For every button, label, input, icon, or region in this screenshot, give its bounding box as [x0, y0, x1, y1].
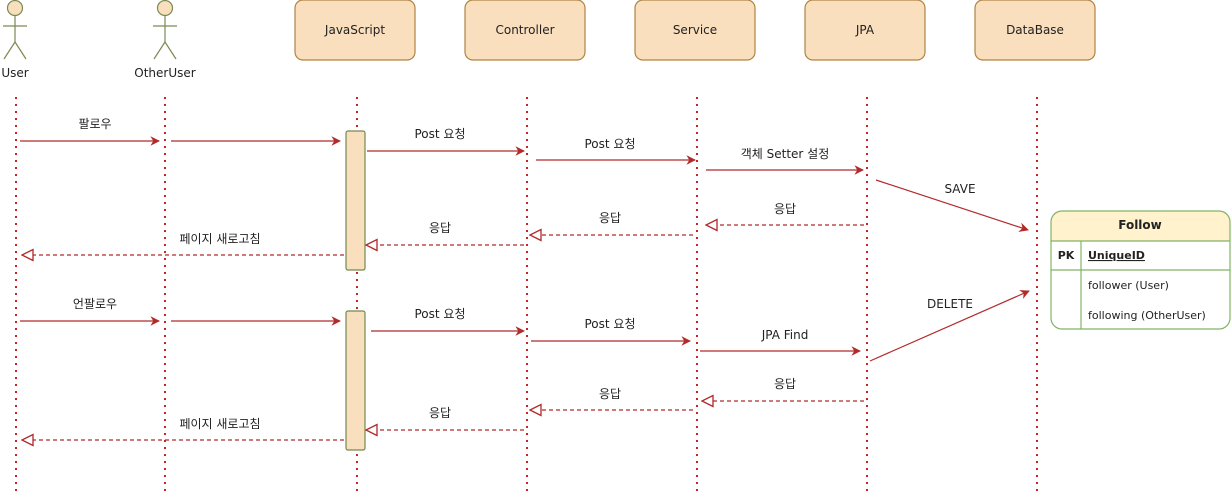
participant-jpa-label: JPA: [855, 23, 875, 37]
actor-otheruser-head: [156, 0, 174, 17]
message-response-5: 응답: [530, 387, 693, 410]
message-response-4: 응답: [702, 377, 864, 401]
message-refresh-2-label: 페이지 새로고침: [179, 417, 260, 431]
participant-database-label: DataBase: [1006, 23, 1064, 37]
message-post-request-2: Post 요청: [536, 137, 696, 165]
message-jpa-find-label: JPA Find: [761, 328, 809, 342]
message-response-2: 응답: [530, 211, 693, 235]
message-post-request-4: Post 요청: [531, 317, 691, 346]
participant-service-label: Service: [673, 23, 717, 37]
message-setter-label: 객체 Setter 설정: [741, 147, 830, 161]
message-post-request-3-label: Post 요청: [414, 307, 465, 321]
message-unfollow-label: 언팔로우: [73, 297, 117, 311]
message-post-request-4-label: Post 요청: [584, 317, 635, 331]
message-response-6-label: 응답: [429, 406, 451, 420]
activation-bar-unfollow: [345, 310, 366, 451]
participant-controller-label: Controller: [495, 23, 554, 37]
entity-follow-title: Follow: [1118, 218, 1162, 232]
participant-database: DataBase: [974, 0, 1096, 61]
participant-javascript: JavaScript: [294, 0, 416, 61]
message-refresh-1-label: 페이지 새로고침: [179, 232, 260, 246]
message-jpa-find: JPA Find: [700, 328, 861, 356]
message-refresh-2: 페이지 새로고침: [22, 417, 344, 440]
message-response-1-label: 응답: [774, 202, 796, 216]
actor-user: [3, 0, 27, 60]
participant-jpa: JPA: [804, 0, 926, 61]
message-post-request-1-label: Post 요청: [414, 127, 465, 141]
actor-user-label: User: [1, 66, 28, 80]
message-response-1: 응답: [706, 202, 864, 225]
message-refresh-1: 페이지 새로고침: [22, 232, 344, 255]
message-response-5-label: 응답: [599, 387, 621, 401]
message-follow: 팔로우: [20, 117, 160, 146]
actor-otheruser: [153, 0, 177, 60]
message-delete-label: DELETE: [927, 297, 973, 311]
participant-controller: Controller: [464, 0, 586, 61]
message-post-request-1: Post 요청: [367, 127, 525, 156]
entity-follow-field-2: following (OtherUser): [1088, 309, 1206, 322]
activation-bar-follow: [345, 130, 366, 271]
message-response-3-label: 응답: [429, 221, 451, 235]
entity-follow-pk-label: PK: [1058, 249, 1075, 262]
entity-follow-pk-field: UniqueID: [1088, 249, 1145, 262]
message-response-6: 응답: [366, 406, 524, 430]
entity-follow-header: [1051, 211, 1230, 241]
participant-service: Service: [634, 0, 756, 61]
entity-follow: Follow PK UniqueID follower (User) follo…: [1050, 210, 1231, 330]
participant-javascript-label: JavaScript: [324, 23, 385, 37]
message-save: SAVE: [875, 179, 1029, 232]
message-follow-label: 팔로우: [78, 117, 111, 131]
actor-otheruser-label: OtherUser: [134, 66, 195, 80]
message-response-3: 응답: [366, 221, 524, 245]
message-response-2-label: 응답: [599, 211, 621, 225]
message-post-request-3: Post 요청: [371, 307, 525, 336]
lifelines: [15, 97, 1038, 493]
actor-user-head: [6, 0, 24, 17]
message-setter: 객체 Setter 설정: [706, 147, 864, 175]
message-save-label: SAVE: [944, 182, 975, 196]
message-unfollow: 언팔로우: [20, 297, 160, 326]
message-delete: DELETE: [869, 290, 1030, 362]
message-response-4-label: 응답: [774, 377, 796, 391]
message-post-request-2-label: Post 요청: [584, 137, 635, 151]
entity-follow-field-1: follower (User): [1088, 279, 1169, 292]
